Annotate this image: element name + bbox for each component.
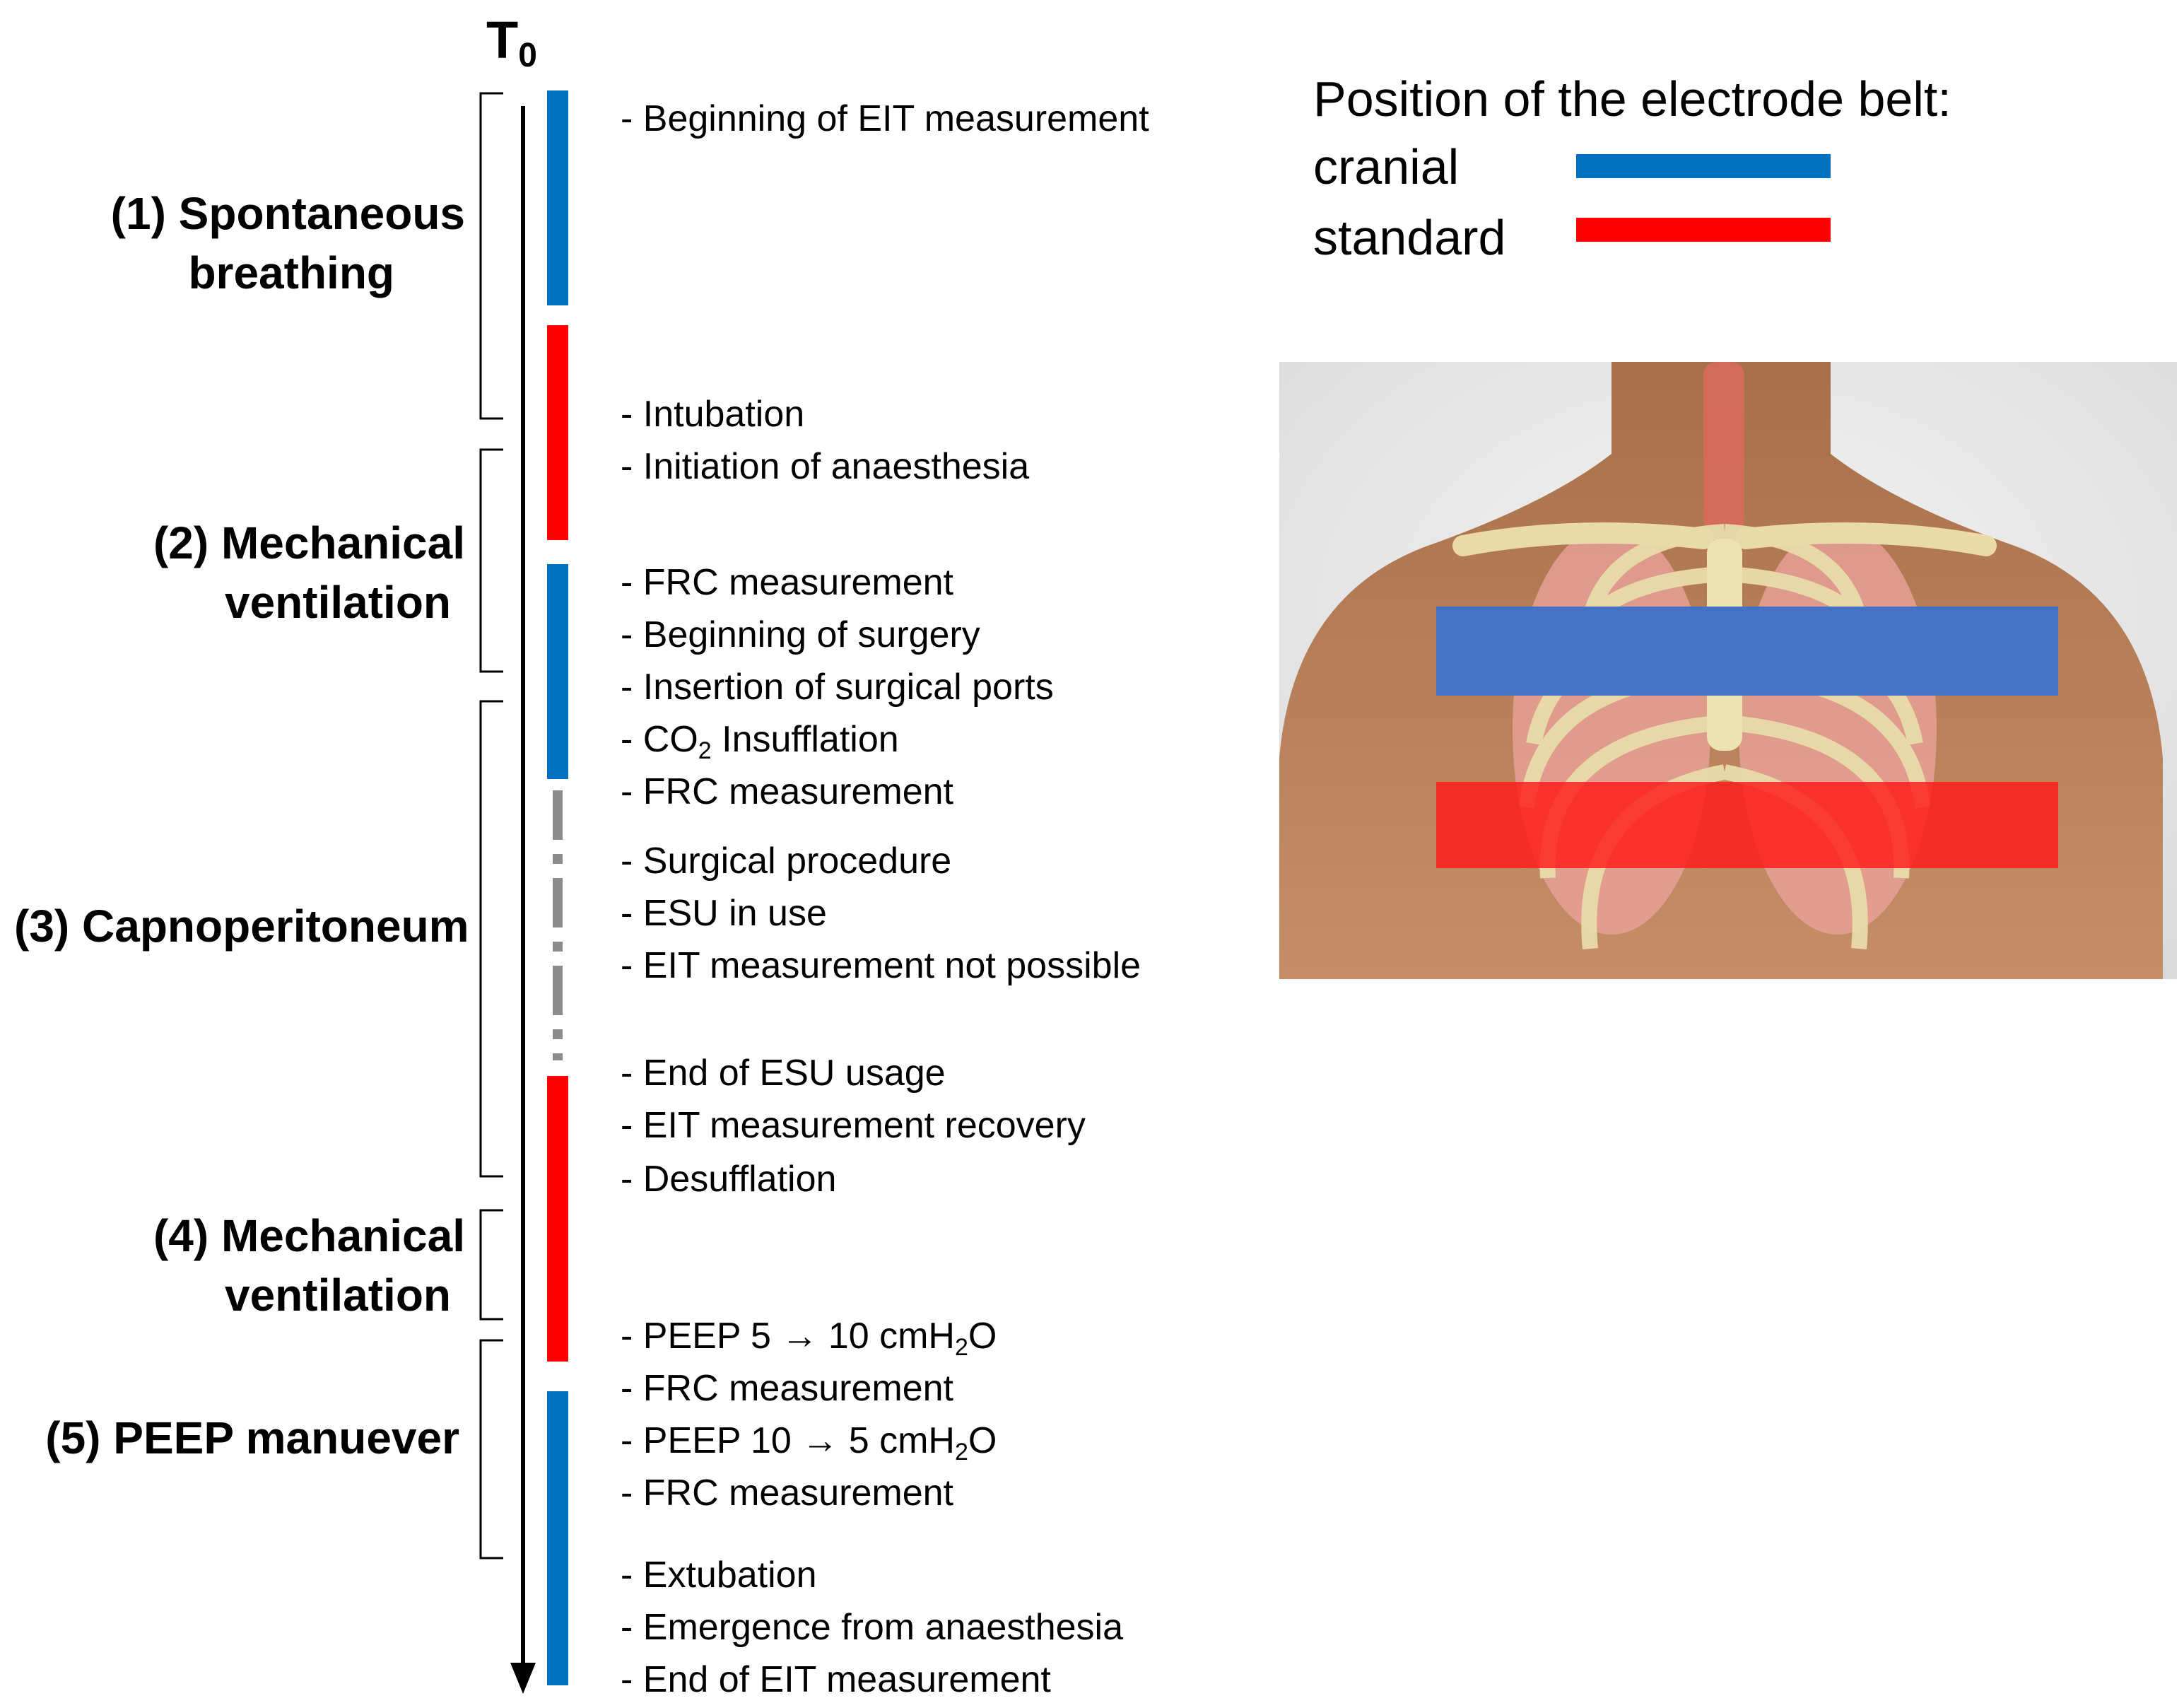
event-item: - Beginning of EIT measurement [621,98,1149,139]
event-item: - FRC measurement [621,562,953,603]
trachea [1703,362,1744,532]
event-item: - CO2 Insufflation [621,719,899,764]
phase-5-bracket [479,1339,503,1559]
belt-bar-cranial-2 [547,564,568,779]
belt-bar-standard-2 [547,1076,568,1362]
event-item: - EIT measurement recovery [621,1105,1086,1146]
event-item: - FRC measurement [621,1368,953,1409]
event-item: - PEEP 10 → 5 cmH2O [621,1420,997,1465]
left-clavicle [1452,522,1714,556]
event-item: - Insertion of surgical ports [621,667,1054,708]
event-item: - Extubation [621,1555,817,1596]
event-item: - Intubation [621,394,805,435]
phase-label-5: (5) PEEP manuever [45,1412,459,1463]
phase-4-bracket [479,1209,503,1321]
right-clavicle [1735,522,1997,556]
event-item: - Beginning of surgery [621,614,980,655]
legend-swatch-cranial [1576,154,1831,178]
legend-title: Position of the electrode belt: [1313,71,1951,127]
legend-swatch-standard [1576,218,1831,242]
chest-illustration [1279,362,2177,979]
event-item: - FRC measurement [621,1473,953,1514]
event-item: - Desufflation [621,1159,837,1200]
event-item: - Emergence from anaesthesia [621,1607,1124,1648]
event-item: - Surgical procedure [621,841,952,882]
event-item: - End of EIT measurement [621,1659,1051,1700]
belt-bar-cranial-1 [547,90,568,305]
event-item: - ESU in use [621,893,827,934]
phase-label-3: (3) Capnoperitoneum [14,901,469,952]
phase-3-bracket [479,700,503,1178]
phase-label-2: (2) Mechanical ventilation [153,517,465,628]
event-item: - Initiation of anaesthesia [621,446,1030,487]
phase-2-bracket [479,448,503,673]
legend-label-cranial: cranial [1313,139,1460,194]
phase-label-1: (1) Spontaneous breathing [110,188,465,298]
legend-label-standard: standard [1313,210,1506,265]
event-item: - End of ESU usage [621,1053,946,1094]
phase-label-4: (4) Mechanical ventilation [153,1210,465,1321]
belt-bar-cranial-3 [547,1391,568,1685]
belt-cranial [1436,607,2058,696]
phase-1-bracket [479,92,503,420]
timeline-graphic [479,90,568,1694]
belt-bar-standard-1 [547,325,568,540]
belt-standard [1436,782,2058,868]
event-item: - PEEP 5 → 10 cmH2O [621,1316,997,1361]
event-item: - FRC measurement [621,771,953,812]
time-axis-arrowhead [510,1663,536,1694]
time-start-label: T0 [486,11,537,74]
event-item: - EIT measurement not possible [621,945,1141,986]
